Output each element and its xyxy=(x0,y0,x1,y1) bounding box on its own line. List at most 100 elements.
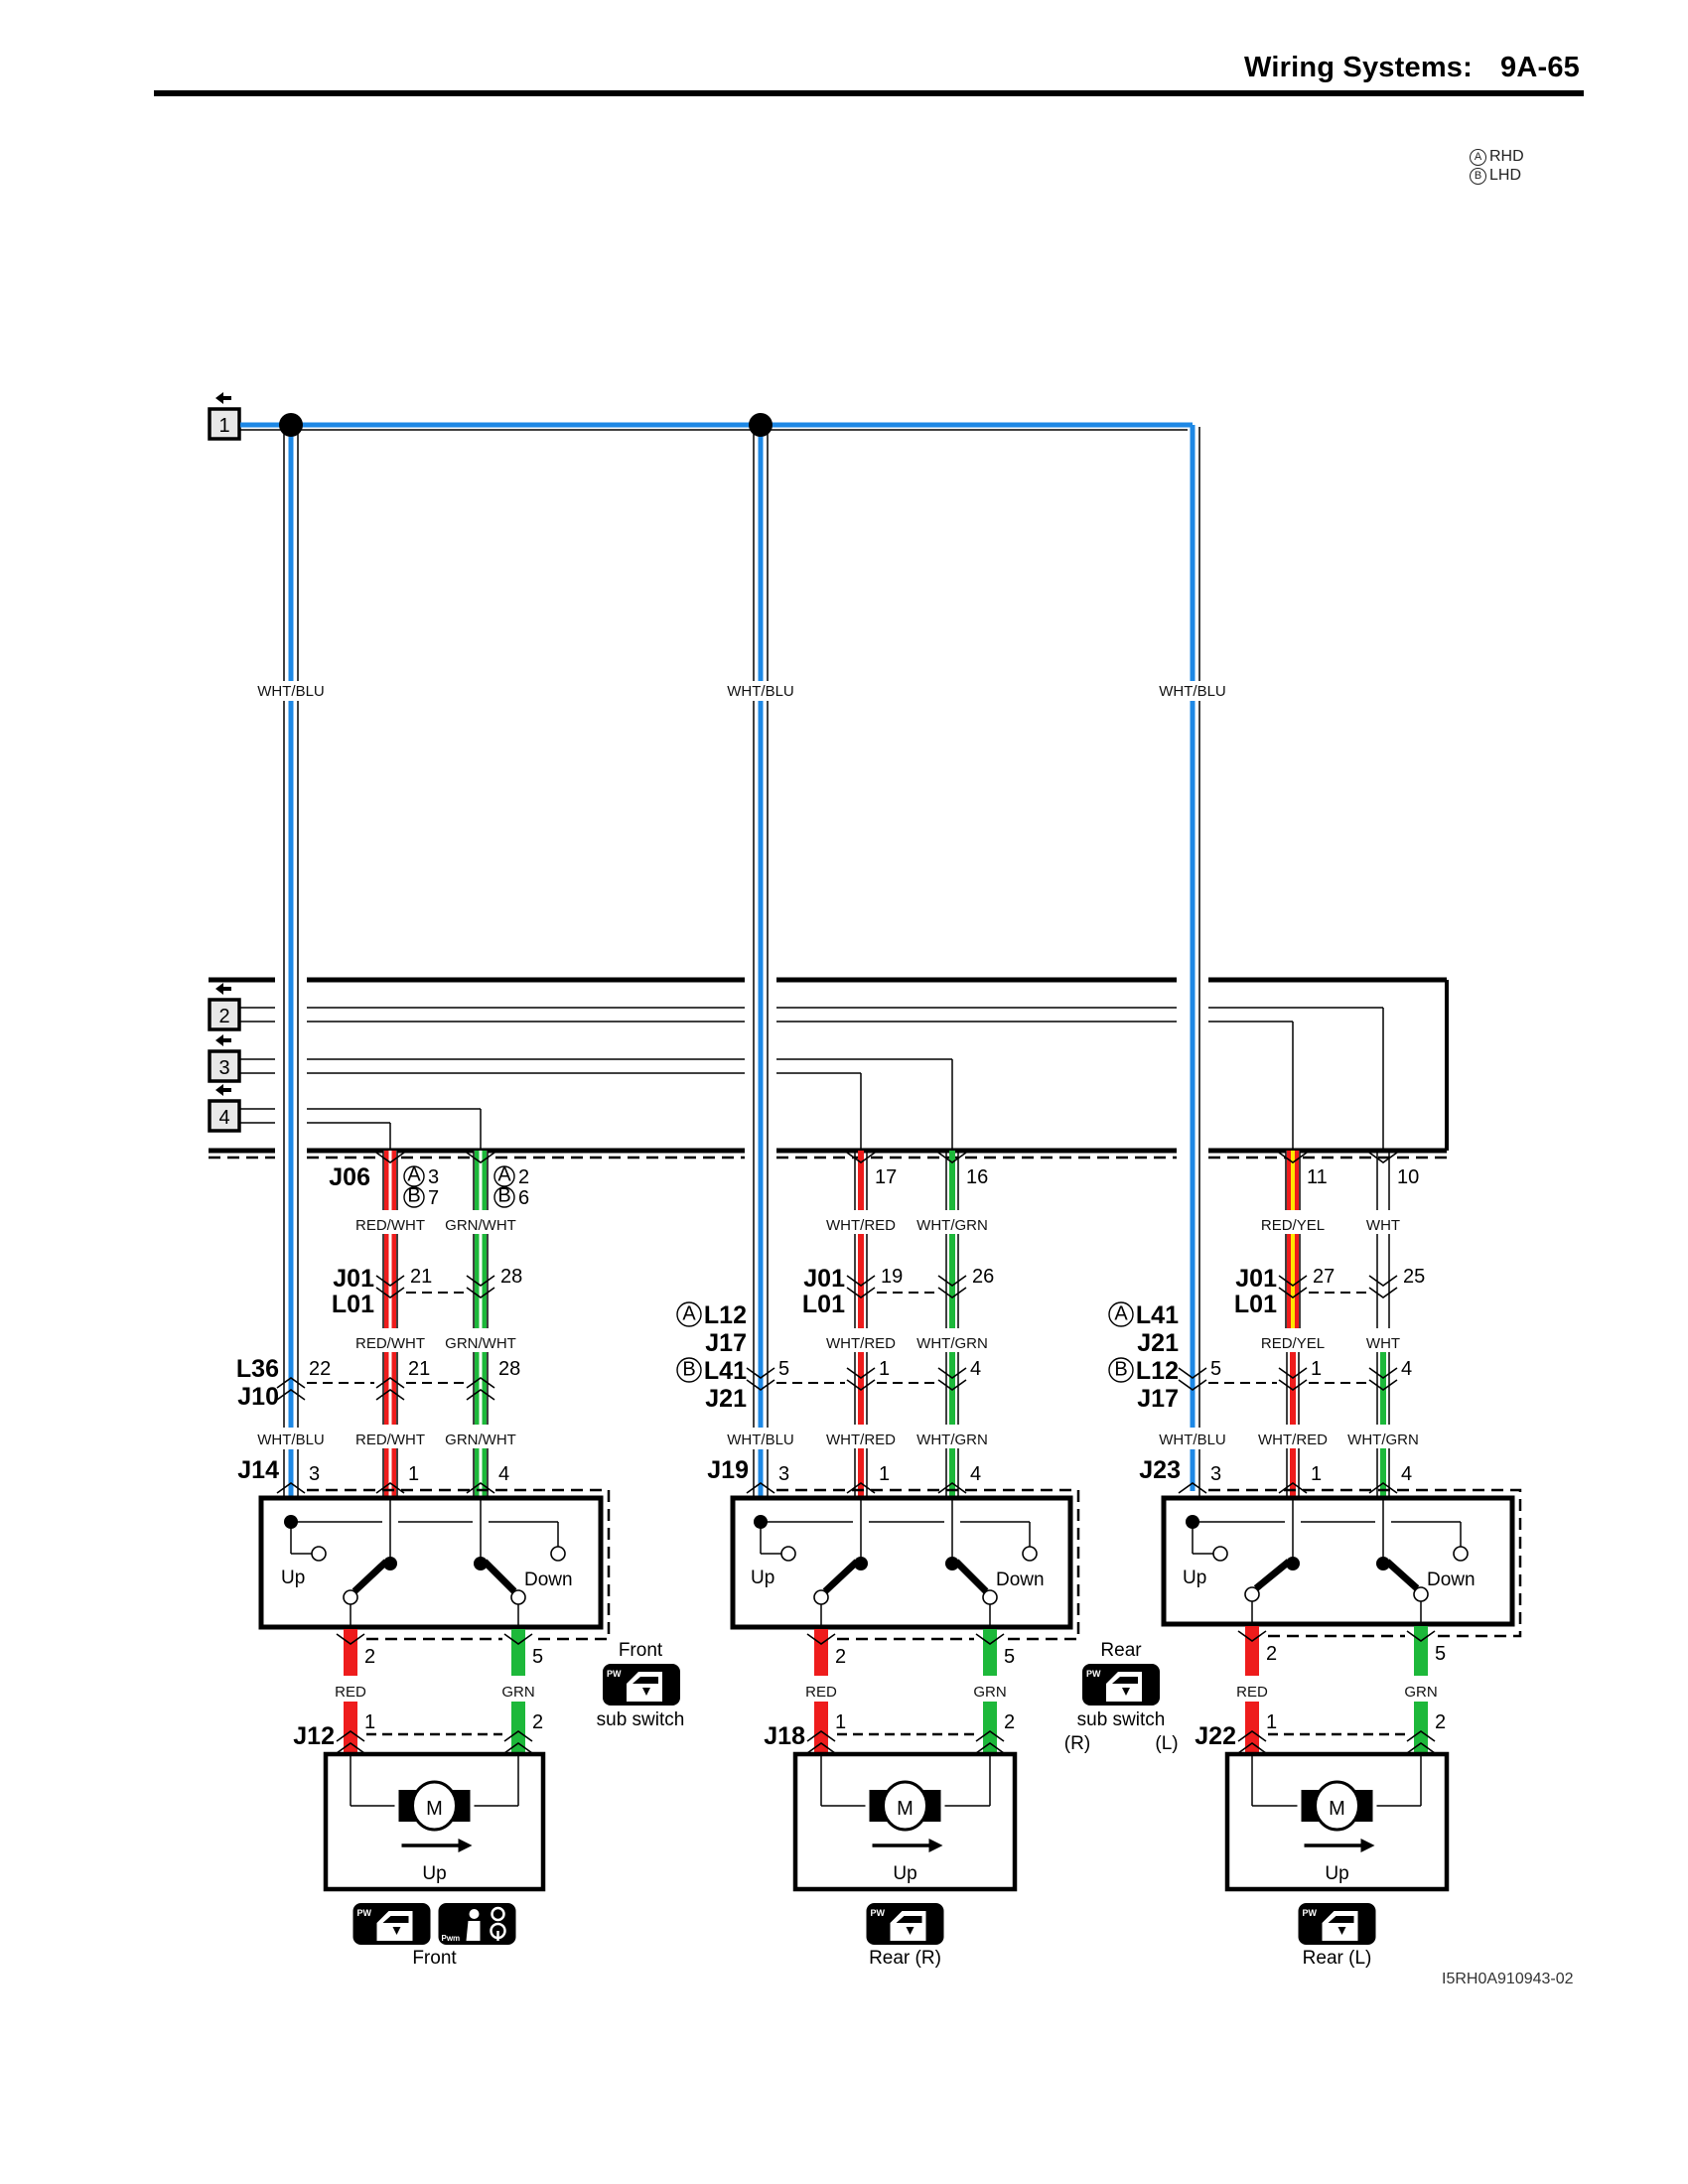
variant-mark-letter: A xyxy=(407,1164,421,1186)
arrow-right-icon xyxy=(458,1839,473,1852)
down-contact xyxy=(1453,1546,1469,1562)
sub-switch-side-r: (R) xyxy=(1064,1733,1090,1754)
terminal-female xyxy=(375,1287,405,1298)
pivot-dot xyxy=(854,1557,868,1570)
sub-switch-caption: sub switch xyxy=(1077,1709,1166,1730)
terminal-male xyxy=(336,1742,365,1754)
terminal-female xyxy=(937,1275,967,1287)
connector-label: L41 xyxy=(704,1357,747,1385)
wire-color-label: WHT/BLU xyxy=(727,683,794,700)
down-label: Down xyxy=(524,1570,573,1590)
terminal-male xyxy=(466,1389,495,1401)
wire-color-label: WHT/RED xyxy=(1258,1432,1328,1448)
motor-symbol: M xyxy=(426,1798,443,1820)
wire-color-label: GRN/WHT xyxy=(445,1432,516,1448)
terminal-female xyxy=(846,1275,876,1287)
terminal-female xyxy=(746,1367,775,1379)
direction-label: Up xyxy=(422,1863,446,1884)
terminal-male xyxy=(1237,1730,1267,1742)
feed-wire-3 xyxy=(1181,425,1204,1491)
connector-label: L41 xyxy=(1136,1301,1179,1329)
motor-symbol: M xyxy=(897,1798,914,1820)
wire-stripe xyxy=(949,1151,955,1210)
terminal-female xyxy=(1368,1275,1398,1287)
pin-number: 25 xyxy=(1403,1266,1425,1288)
pin-number: 10 xyxy=(1397,1166,1419,1188)
connector-label: J06 xyxy=(329,1163,370,1191)
wire-color-label: WHT/RED xyxy=(826,1335,896,1352)
wire-color-label: WHT/GRN xyxy=(916,1432,988,1448)
output-contact xyxy=(982,1589,998,1605)
wire-stripe xyxy=(1291,1151,1295,1210)
page-number: 9A-65 xyxy=(1500,52,1580,83)
terminal-male xyxy=(1178,1482,1207,1494)
direction-label: Up xyxy=(1325,1863,1348,1884)
window-shape xyxy=(1112,1677,1138,1684)
section-title: Wiring Systems: xyxy=(1244,52,1473,83)
wire-stripe xyxy=(858,1151,864,1210)
wire-color-label: RED/YEL xyxy=(1261,1335,1325,1352)
connector-label: J12 xyxy=(293,1722,335,1750)
connector-label: J01 xyxy=(803,1265,845,1293)
pin-number: 1 xyxy=(835,1711,846,1733)
terminal-male xyxy=(375,1389,405,1401)
connector-label: L01 xyxy=(1234,1291,1277,1318)
sub-switch-2 xyxy=(730,1488,1080,1641)
wire-color-label: GRN/WHT xyxy=(445,1217,516,1234)
wire-stripe xyxy=(1290,1448,1296,1498)
terminal-male xyxy=(846,1482,876,1494)
wire-color-label: WHT/RED xyxy=(826,1217,896,1234)
up-label: Up xyxy=(1183,1568,1206,1588)
wht-blu-bus xyxy=(240,422,1200,1498)
icon-text: PW xyxy=(357,1908,372,1918)
wire-core xyxy=(388,1448,392,1498)
pin-number: 28 xyxy=(500,1266,522,1288)
airbag xyxy=(491,1906,505,1922)
terminal-female xyxy=(1368,1379,1398,1391)
variant-mark-letter: B xyxy=(407,1185,420,1207)
wire-color-label: WHT/GRN xyxy=(916,1335,988,1352)
wire-color-label: WHT xyxy=(1366,1335,1400,1352)
pin-number: 6 xyxy=(518,1187,529,1209)
icon-text: Pwm xyxy=(442,1934,461,1943)
terminal-female xyxy=(846,1379,876,1391)
connector-label: J21 xyxy=(705,1385,747,1413)
connector-label: J21 xyxy=(1137,1329,1179,1357)
connector-box-4 xyxy=(208,1099,241,1133)
output-wire xyxy=(1414,1626,1428,1676)
terminal-female xyxy=(937,1367,967,1379)
pivot-dot xyxy=(383,1557,397,1570)
variant-mark xyxy=(493,1186,515,1208)
wire-stripe xyxy=(1290,1352,1296,1425)
pin-number: 2 xyxy=(364,1646,375,1668)
wire-stripe xyxy=(858,1234,864,1328)
terminal-female xyxy=(846,1287,876,1298)
terminal-female xyxy=(1278,1275,1308,1287)
variant-mark-letter: A xyxy=(497,1164,511,1186)
harness-wire xyxy=(854,1352,868,1425)
power-window-icon: PW xyxy=(352,1903,431,1945)
body xyxy=(466,1921,481,1941)
connector-id: 1 xyxy=(218,415,229,437)
terminal-female xyxy=(375,1152,405,1163)
wire-color-label: RED/YEL xyxy=(1261,1217,1325,1234)
harness-wire xyxy=(945,1352,959,1425)
terminal-female xyxy=(937,1287,967,1298)
harness-wire xyxy=(945,1234,959,1328)
arrow-left-icon xyxy=(215,983,231,995)
switch-lever xyxy=(953,1559,989,1594)
sub-switch-3 xyxy=(1161,1488,1522,1638)
variant-mark xyxy=(403,1165,425,1187)
pin-number: 27 xyxy=(1313,1266,1335,1288)
terminal-female xyxy=(466,1287,495,1298)
down-contact xyxy=(1022,1546,1038,1562)
terminal-female xyxy=(1406,1630,1436,1642)
harness-wire xyxy=(854,1151,868,1210)
head xyxy=(469,1909,480,1919)
wire-color-label: WHT/GRN xyxy=(916,1217,988,1234)
variant-b-mark: B xyxy=(1470,168,1486,185)
up-contact xyxy=(780,1546,796,1562)
output-wire xyxy=(814,1702,828,1754)
switch-lever xyxy=(482,1559,517,1594)
